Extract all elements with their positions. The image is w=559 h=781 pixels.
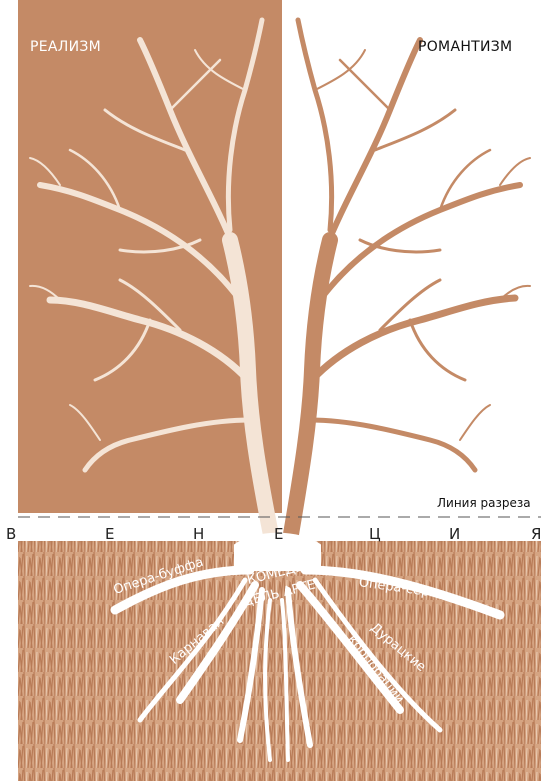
venice-letter: Н: [193, 525, 204, 543]
venice-letter: Я: [531, 525, 541, 543]
venice-letter: И: [449, 525, 460, 543]
romanticism-label: РОМАНТИЗМ: [418, 40, 512, 54]
venice-letter: Е: [105, 525, 114, 543]
venice-letter: Е: [274, 525, 283, 543]
venice-letter: Ц: [369, 525, 381, 543]
cut-line-label: Линия разреза: [437, 497, 531, 509]
venice-letter: В: [6, 525, 16, 543]
realism-label: РЕАЛИЗМ: [30, 40, 101, 54]
